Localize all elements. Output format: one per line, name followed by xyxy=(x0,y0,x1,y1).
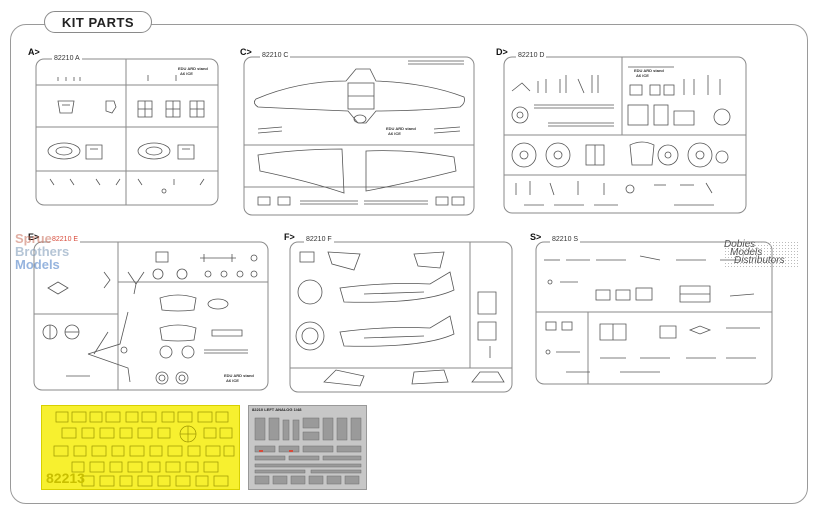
page-title: KIT PARTS xyxy=(44,11,152,33)
sprue-f-drawing xyxy=(289,241,513,393)
sprue-a: A> 82210 A EDU A xyxy=(28,45,220,209)
sprue-f-code: 82210 F xyxy=(304,236,334,243)
sprue-c-drawing xyxy=(243,56,475,216)
sprue-e-drawing xyxy=(33,241,269,391)
sprue-a-code: 82210 A xyxy=(52,55,82,62)
distributor-line-2: Models xyxy=(730,247,763,258)
sprue-f: F> 82210 F xyxy=(284,232,516,394)
page-title-text: KIT PARTS xyxy=(61,14,135,30)
mask-sheet-code: 82213 xyxy=(46,470,85,486)
sprue-c-code: 82210 C xyxy=(260,52,291,59)
sprue-d-label: D> xyxy=(496,47,508,57)
watermark-line-3: Models xyxy=(15,257,60,272)
photo-etch-parts xyxy=(254,417,362,485)
sprue-s: S> 82210 S xyxy=(530,232,776,392)
sprue-s-code: 82210 S xyxy=(550,236,581,243)
watermark: Sprue Brothers Models xyxy=(15,232,95,276)
sprue-e-annotation-1: EDU ARD stand xyxy=(224,373,254,378)
sprue-d-annotation-2: A6 ICE xyxy=(636,73,649,78)
sprue-c-annotation-2: A6 ICE xyxy=(388,131,401,136)
sprue-d-code: 82210 D xyxy=(516,52,547,59)
sprue-s-drawing xyxy=(535,241,773,385)
watermark-line-2: Brothers xyxy=(15,244,70,259)
sprue-e-label: E> xyxy=(28,232,40,242)
sprue-f-label: F> xyxy=(284,232,295,242)
sprue-e-annotation-2: A6 ICE xyxy=(226,378,239,383)
sprue-a-label: A> xyxy=(28,47,40,57)
kit-parts-frame xyxy=(10,24,808,504)
distributor-line-1: Dobies xyxy=(724,239,756,250)
distributor-stamp: Dobies Models Distributors xyxy=(724,239,798,269)
sprue-c-annotation-1: EDU ARD stand xyxy=(386,126,416,131)
mask-shapes xyxy=(53,411,235,487)
sprue-a-drawing xyxy=(35,58,219,206)
sprue-d: D> xyxy=(494,45,750,217)
watermark-line-1: Sprue xyxy=(15,231,52,246)
sprue-s-label: S> xyxy=(530,232,542,242)
sprue-e-code: 82210 E xyxy=(50,236,81,243)
mask-sheet xyxy=(41,405,240,490)
photo-etch-title: 82210 LEFT ANALOG 1/48 xyxy=(252,407,302,412)
distributor-line-3: Distributors xyxy=(734,255,785,266)
sprue-e: E> xyxy=(28,232,272,392)
photo-etch-sheet xyxy=(248,405,367,490)
sprue-c-label: C> xyxy=(240,47,252,57)
sprue-a-annotation-1: EDU ARD stand xyxy=(178,66,208,71)
sprue-a-annotation-2: A6 ICE xyxy=(180,71,193,76)
sprue-c: C> 82210 C EDU ARD stand A6 ICE xyxy=(238,45,478,217)
sprue-d-annotation-1: EDU ARD stand xyxy=(634,68,664,73)
sprue-d-drawing xyxy=(503,56,747,214)
